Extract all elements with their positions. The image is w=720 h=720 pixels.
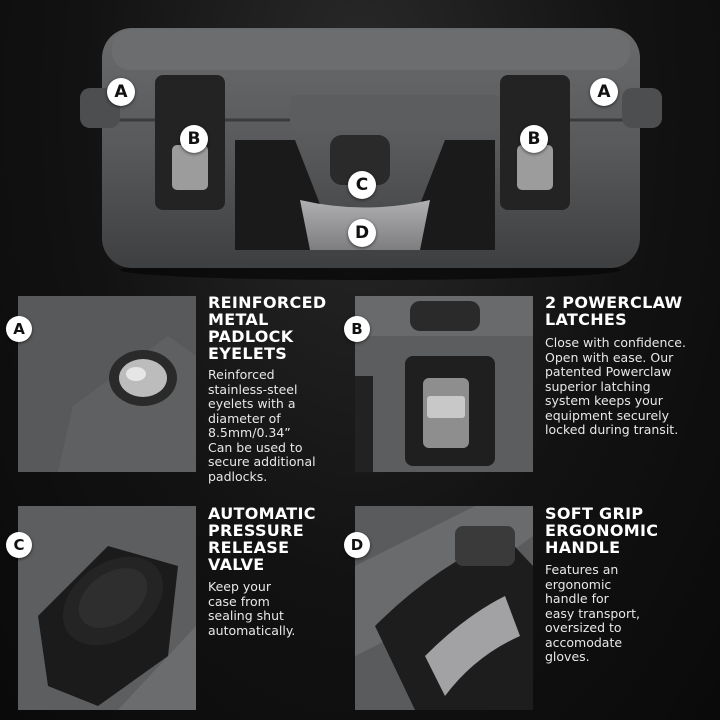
callout-badge-a-right: A	[590, 78, 618, 106]
callout-badge-b-right: B	[520, 125, 548, 153]
feature-b-description: Close with confidence. Open with ease. O…	[545, 335, 686, 437]
feature-c-badge: C	[6, 532, 32, 558]
feature-d-photo	[355, 506, 533, 710]
callout-badge-a-left: A	[107, 78, 135, 106]
callout-badge-b-left: B	[180, 125, 208, 153]
feature-c-photo	[18, 506, 196, 710]
feature-a-title: REINFORCED METAL PADLOCK EYELETS	[208, 293, 327, 363]
feature-a-badge: A	[6, 316, 32, 342]
feature-c-description: Keep your case from sealing shut automat…	[208, 579, 296, 638]
hero-product-image: A B C D A B	[0, 0, 720, 290]
feature-b-title: 2 POWERCLAW LATCHES	[545, 293, 683, 329]
feature-d-badge: D	[344, 532, 370, 558]
feature-d-title: SOFT GRIP ERGONOMIC HANDLE	[545, 504, 659, 557]
feature-c-title: AUTOMATIC PRESSURE RELEASE VALVE	[208, 504, 316, 574]
feature-d-description: Features an ergonomic handle for easy tr…	[545, 562, 640, 664]
feature-a-description: Reinforced stainless-steel eyelets with …	[208, 367, 316, 484]
feature-b-photo	[355, 296, 533, 472]
callout-badge-d: D	[348, 219, 376, 247]
feature-b-badge: B	[344, 316, 370, 342]
feature-a-photo	[18, 296, 196, 472]
callout-badge-c: C	[348, 171, 376, 199]
